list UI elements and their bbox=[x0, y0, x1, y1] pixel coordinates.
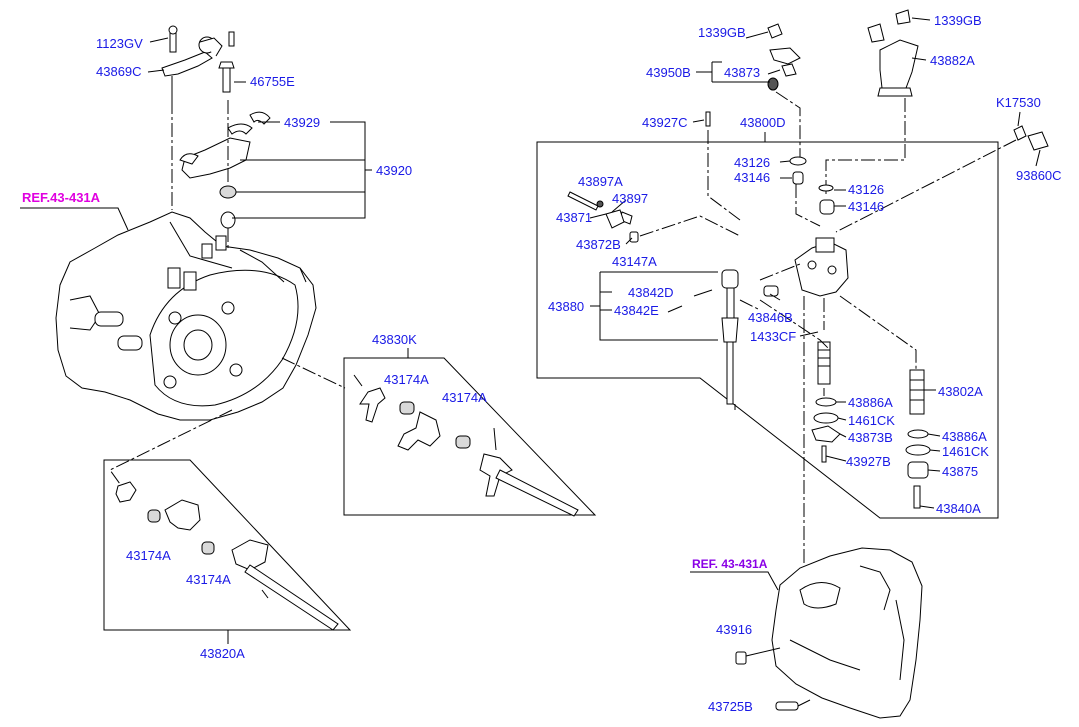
label-43842E[interactable]: 43842E bbox=[614, 303, 659, 318]
lever-43882A bbox=[825, 9, 919, 196]
label-1339GB-b[interactable]: 1339GB bbox=[934, 13, 982, 28]
label-1123GV[interactable]: 1123GV bbox=[96, 36, 143, 51]
connector-K17530 bbox=[835, 125, 1049, 233]
label-43174A-c[interactable]: 43174A bbox=[126, 548, 171, 563]
label-1461CK-b[interactable]: 1461CK bbox=[942, 444, 989, 459]
label-43174A-b[interactable]: 43174A bbox=[442, 390, 487, 405]
label-43929[interactable]: 43929 bbox=[284, 115, 320, 130]
selector-pin-parts bbox=[567, 191, 761, 410]
bracket-43880 bbox=[590, 271, 718, 341]
label-43886A-b[interactable]: 43886A bbox=[942, 429, 987, 444]
fork-assembly-43820A bbox=[103, 459, 352, 644]
bracket-43950B bbox=[692, 17, 931, 123]
label-43950B[interactable]: 43950B bbox=[646, 65, 691, 80]
label-43126-b[interactable]: 43126 bbox=[848, 182, 884, 197]
label-43927C[interactable]: 43927C bbox=[642, 115, 688, 130]
shift-control-body bbox=[759, 184, 849, 580]
label-43840A[interactable]: 43840A bbox=[936, 501, 981, 516]
label-43846B[interactable]: 43846B bbox=[748, 310, 793, 325]
shift-lever-parts-left bbox=[161, 25, 271, 250]
label-43916[interactable]: 43916 bbox=[716, 622, 752, 637]
label-43800D[interactable]: 43800D bbox=[740, 115, 786, 130]
label-93860C[interactable]: 93860C bbox=[1016, 168, 1062, 183]
label-43873B[interactable]: 43873B bbox=[848, 430, 893, 445]
label-43875[interactable]: 43875 bbox=[942, 464, 978, 479]
label-43872B[interactable]: 43872B bbox=[576, 237, 621, 252]
label-1339GB-a[interactable]: 1339GB bbox=[698, 25, 746, 40]
selector-rod-parts bbox=[759, 295, 931, 509]
label-43920[interactable]: 43920 bbox=[376, 163, 412, 178]
label-43174A-a[interactable]: 43174A bbox=[384, 372, 429, 387]
transaxle-case-right bbox=[690, 547, 923, 719]
label-43146-b[interactable]: 43146 bbox=[848, 199, 884, 214]
part-labels: 1123GV 43869C 46755E 43929 43920 REF.43-… bbox=[22, 13, 1062, 714]
leader-lines-left bbox=[20, 37, 372, 231]
label-43886A-a[interactable]: 43886A bbox=[848, 395, 893, 410]
label-1461CK-a[interactable]: 1461CK bbox=[848, 413, 895, 428]
label-43725B[interactable]: 43725B bbox=[708, 699, 753, 714]
label-43820A[interactable]: 43820A bbox=[200, 646, 245, 661]
dash-links-left bbox=[109, 357, 346, 485]
label-43897A[interactable]: 43897A bbox=[578, 174, 623, 189]
fork-assembly-43830K bbox=[343, 348, 597, 517]
label-43869C[interactable]: 43869C bbox=[96, 64, 142, 79]
label-ref-right[interactable]: REF. 43-431A bbox=[692, 557, 768, 571]
label-46755E[interactable]: 46755E bbox=[250, 74, 295, 89]
transaxle-case-left bbox=[55, 211, 317, 421]
label-43146-a[interactable]: 43146 bbox=[734, 170, 770, 185]
label-43882A[interactable]: 43882A bbox=[930, 53, 975, 68]
label-K17530[interactable]: K17530 bbox=[996, 95, 1041, 110]
label-43174A-d[interactable]: 43174A bbox=[186, 572, 231, 587]
label-43802A[interactable]: 43802A bbox=[938, 384, 983, 399]
label-43880[interactable]: 43880 bbox=[548, 299, 584, 314]
label-43147A[interactable]: 43147A bbox=[612, 254, 657, 269]
leader-lines-right bbox=[589, 111, 1041, 509]
label-1433CF[interactable]: 1433CF bbox=[750, 329, 796, 344]
control-assembly-43800D bbox=[536, 132, 999, 519]
label-43830K[interactable]: 43830K bbox=[372, 332, 417, 347]
label-ref-left[interactable]: REF.43-431A bbox=[22, 190, 101, 205]
label-43842D[interactable]: 43842D bbox=[628, 285, 674, 300]
label-43126-a[interactable]: 43126 bbox=[734, 155, 770, 170]
label-43927B[interactable]: 43927B bbox=[846, 454, 891, 469]
top-small-parts bbox=[705, 23, 821, 227]
label-43873[interactable]: 43873 bbox=[724, 65, 760, 80]
label-43871[interactable]: 43871 bbox=[556, 210, 592, 225]
label-43897[interactable]: 43897 bbox=[612, 191, 648, 206]
